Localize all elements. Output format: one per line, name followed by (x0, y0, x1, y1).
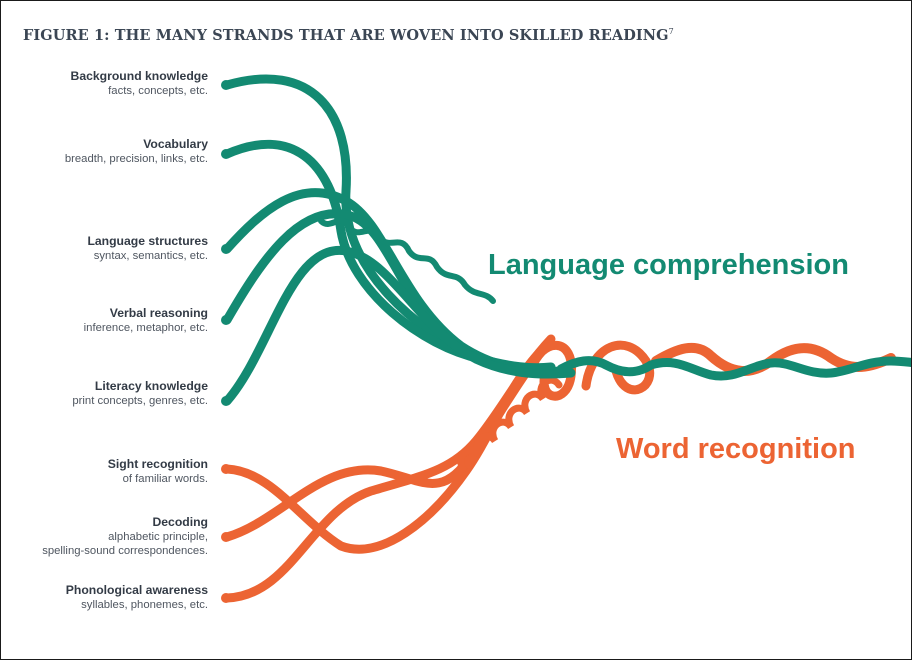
word-coil (457, 376, 563, 473)
figure-title: FIGURE 1: THE MANY STRANDS THAT ARE WOVE… (23, 27, 674, 44)
language-comprehension-label: Language comprehension (488, 249, 849, 281)
strand-name: Vocabulary (143, 137, 208, 151)
dot-vocabulary (221, 149, 231, 159)
strand-name: Decoding (152, 515, 208, 529)
strand-sight-recognition (222, 346, 546, 554)
dot-background-knowledge (221, 80, 231, 90)
label-background-knowledge: Background knowledge facts, concepts, et… (71, 69, 208, 98)
label-phonological-awareness: Phonological awareness syllables, phonem… (66, 583, 208, 612)
dot-verbal-reasoning (221, 315, 231, 325)
strand-verbal-reasoning (222, 209, 571, 379)
word-recognition-label: Word recognition (616, 433, 856, 465)
label-verbal-reasoning: Verbal reasoning inference, metaphor, et… (84, 306, 208, 335)
label-decoding: Decoding alphabetic principle, spelling-… (42, 515, 208, 558)
strand-name: Background knowledge (70, 69, 208, 83)
strand-decoding (222, 341, 551, 542)
label-vocabulary: Vocabulary breadth, precision, links, et… (65, 137, 208, 166)
strand-name: Phonological awareness (65, 583, 208, 597)
label-sight-recognition: Sight recognition of familiar words. (108, 457, 208, 486)
label-language-structures: Language structures syntax, semantics, e… (87, 234, 208, 263)
language-braid (556, 356, 911, 381)
strand-desc: of familiar words. (122, 473, 208, 485)
strand-desc: syllables, phonemes, etc. (81, 599, 208, 611)
strand-name: Sight recognition (107, 457, 208, 471)
dot-decoding (221, 532, 231, 542)
strand-name: Language structures (87, 234, 208, 248)
dot-language-structures (221, 244, 231, 254)
strand-name: Verbal reasoning (109, 306, 208, 320)
strand-name: Literacy knowledge (94, 379, 208, 393)
language-comprehension-strands (222, 74, 911, 406)
strand-desc: print concepts, genres, etc. (72, 395, 208, 407)
strand-literacy-knowledge (222, 245, 576, 406)
strand-desc: inference, metaphor, etc. (83, 322, 208, 334)
dot-phonological-awareness (221, 593, 231, 603)
language-twist (318, 217, 496, 304)
strand-desc: alphabetic principle, (108, 531, 208, 543)
strand-desc: syntax, semantics, etc. (93, 250, 208, 262)
dot-sight-recognition (221, 464, 231, 474)
strand-phonological-awareness (222, 334, 556, 603)
label-literacy-knowledge: Literacy knowledge print concepts, genre… (72, 379, 208, 408)
strand-desc: facts, concepts, etc. (108, 85, 208, 97)
strand-desc: breadth, precision, links, etc. (64, 153, 208, 165)
strand-desc: spelling-sound correspondences. (42, 545, 208, 557)
dot-literacy-knowledge (221, 396, 231, 406)
footnote-mark: 7 (668, 27, 674, 37)
